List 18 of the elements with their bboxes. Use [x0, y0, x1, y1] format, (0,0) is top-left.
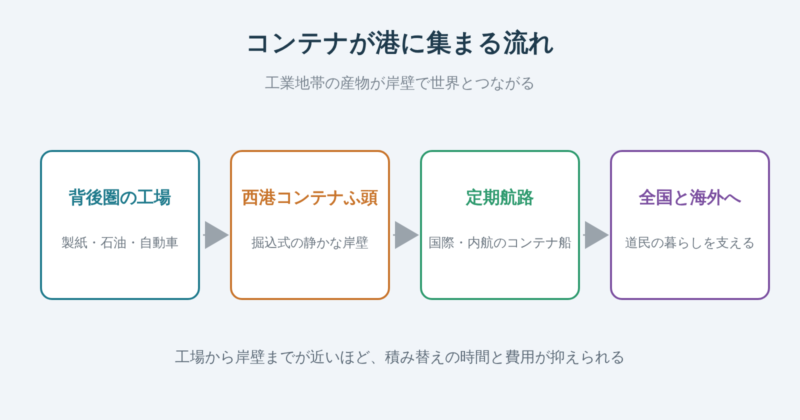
- step-card: [420, 150, 580, 300]
- step-description: 掘込式の静かな岸壁: [250, 235, 370, 252]
- step-card: [40, 150, 200, 300]
- step-card: [230, 150, 390, 300]
- subtitle: 工業地帯の産物が岸壁で世界とつながる: [264, 74, 536, 93]
- step-heading: 全国と海外へ: [638, 187, 742, 209]
- arrow: [583, 221, 609, 249]
- arrow: [203, 221, 229, 249]
- step-heading: 定期航路: [464, 187, 535, 209]
- step-description: 道民の暮らしを支える: [624, 235, 756, 252]
- caption: 工場から岸壁までが近いほど、積み替えの時間と費用が抑えられる: [174, 348, 626, 367]
- arrow: [393, 221, 419, 249]
- step-description: 国際・内航のコンテナ船: [428, 235, 572, 252]
- step-heading: 西港コンテナふ頭: [241, 187, 379, 209]
- step-description: 製紙・石油・自動車: [60, 235, 180, 252]
- step-card: [610, 150, 770, 300]
- title: コンテナが港に集まる流れ: [244, 27, 556, 59]
- step-heading: 背後圏の工場: [68, 187, 172, 209]
